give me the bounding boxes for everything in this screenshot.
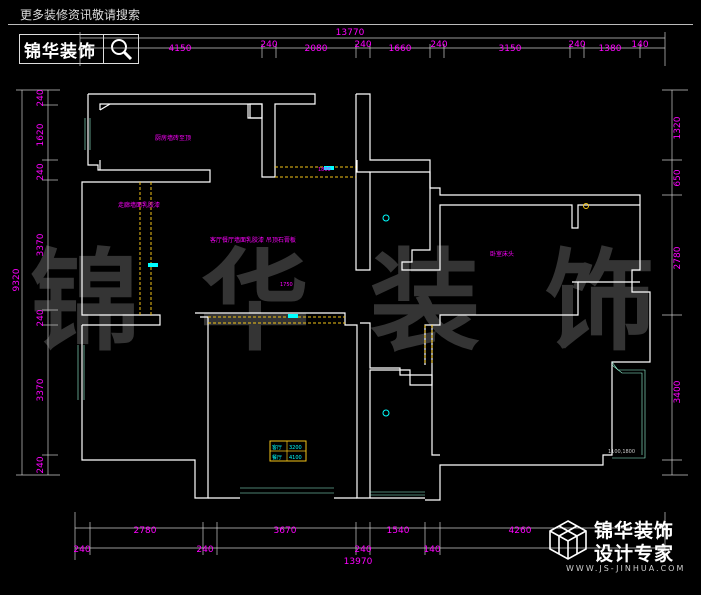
windows bbox=[77, 118, 646, 496]
bottom-dimension-line bbox=[74, 512, 666, 560]
room-note-bedroom: 卧室床头 bbox=[490, 250, 514, 258]
dim-left-2: 1620 bbox=[36, 123, 46, 146]
room-note-corridor: 走廊墙面乳胶漆 bbox=[118, 201, 160, 209]
right-dimension-line bbox=[662, 89, 688, 476]
table-cell-2: 餐厅 bbox=[272, 454, 282, 461]
top-tick-group bbox=[89, 44, 641, 58]
dim-bottom-6: 240 bbox=[196, 545, 213, 555]
dim-top-6: 240 bbox=[430, 40, 447, 50]
small-marks: 1750 1800 1100,1800 bbox=[148, 166, 635, 455]
dim-top-10: 140 bbox=[631, 40, 648, 50]
table-cell-4: 4100 bbox=[289, 455, 302, 461]
dim-right-3: 2780 bbox=[673, 246, 683, 269]
dim-top-7: 3150 bbox=[499, 44, 522, 54]
dim-right-4: 3400 bbox=[673, 380, 683, 403]
room-note-kitchen: 厨房墙砖至顶 bbox=[155, 134, 191, 142]
left-dimension-line bbox=[16, 89, 60, 476]
dim-bottom-3: 1540 bbox=[387, 526, 410, 536]
logo-company-name: 锦华装饰 bbox=[594, 520, 675, 542]
dim-left-overall: 9320 bbox=[12, 268, 22, 291]
door-openings bbox=[139, 166, 433, 365]
dim-overall-bottom: 13970 bbox=[344, 557, 373, 567]
dim-right-2: 650 bbox=[673, 169, 683, 186]
dim-top-5: 1660 bbox=[389, 44, 412, 54]
dim-bottom-7: 240 bbox=[354, 545, 371, 555]
dim-top-9: 1380 bbox=[599, 44, 622, 54]
dim-top-8: 240 bbox=[568, 40, 585, 50]
fixture-icon bbox=[382, 214, 390, 222]
window-label: 1100,1800 bbox=[608, 449, 635, 455]
logo-url: WWW.JS-JINHUA.COM bbox=[566, 564, 686, 573]
table-cell-1: 客厅 bbox=[272, 444, 282, 451]
mark-cyan-1 bbox=[324, 166, 334, 170]
dim-right-1: 1320 bbox=[673, 116, 683, 139]
company-logo[interactable]: 锦华装饰 设计专家 WWW.JS-JINHUA.COM bbox=[546, 516, 696, 576]
search-note: 更多装修资讯敬请搜索 bbox=[20, 8, 141, 22]
dim-left-6: 3370 bbox=[36, 378, 46, 401]
brand-name: 锦华装饰 bbox=[24, 41, 96, 62]
mark-label-2: 1800 bbox=[318, 167, 331, 173]
logo-tagline: 设计专家 bbox=[594, 543, 675, 565]
watermark-char-4: 饰 bbox=[545, 238, 655, 366]
room-note-living: 客厅餐厅墙面乳胶漆 吊顶石膏板 bbox=[210, 236, 296, 244]
dim-bottom-1: 2780 bbox=[134, 526, 157, 536]
dim-bottom-2: 3670 bbox=[274, 526, 297, 536]
brand-search-box[interactable]: 锦华装饰 bbox=[19, 34, 139, 64]
fixture-icon bbox=[382, 409, 390, 417]
watermark-char-2: 华 bbox=[200, 238, 310, 366]
dim-left-4: 3370 bbox=[36, 233, 46, 256]
top-dimension-line bbox=[79, 32, 666, 66]
dim-left-7: 240 bbox=[36, 456, 46, 473]
search-icon[interactable] bbox=[103, 35, 138, 63]
mark-cyan-3 bbox=[288, 314, 298, 318]
dim-top-2: 240 bbox=[260, 40, 277, 50]
table-label-block: 客厅 餐厅 3200 4100 bbox=[269, 440, 307, 462]
dim-bottom-4: 4260 bbox=[509, 526, 532, 536]
fixture-icon bbox=[583, 203, 589, 209]
watermark: 锦 华 装 饰 bbox=[30, 238, 655, 366]
dim-top-4: 240 bbox=[354, 40, 371, 50]
mark-label-1: 1750 bbox=[280, 282, 293, 288]
top-banner: 更多装修资讯敬请搜索 bbox=[8, 4, 693, 25]
mark-cyan-2 bbox=[148, 263, 158, 267]
dim-overall-top: 13770 bbox=[336, 28, 365, 38]
dim-left-5: 240 bbox=[36, 309, 46, 326]
table-cell-3: 3200 bbox=[289, 445, 302, 451]
dim-left-1: 240 bbox=[36, 89, 46, 106]
cube-logo-icon bbox=[549, 520, 587, 560]
dim-bottom-8: 140 bbox=[423, 545, 440, 555]
watermark-char-1: 锦 bbox=[30, 238, 140, 366]
dim-top-1: 4150 bbox=[169, 44, 192, 54]
dim-left-3: 240 bbox=[36, 163, 46, 180]
dim-bottom-5: 240 bbox=[73, 545, 90, 555]
dim-top-3: 2080 bbox=[305, 44, 328, 54]
